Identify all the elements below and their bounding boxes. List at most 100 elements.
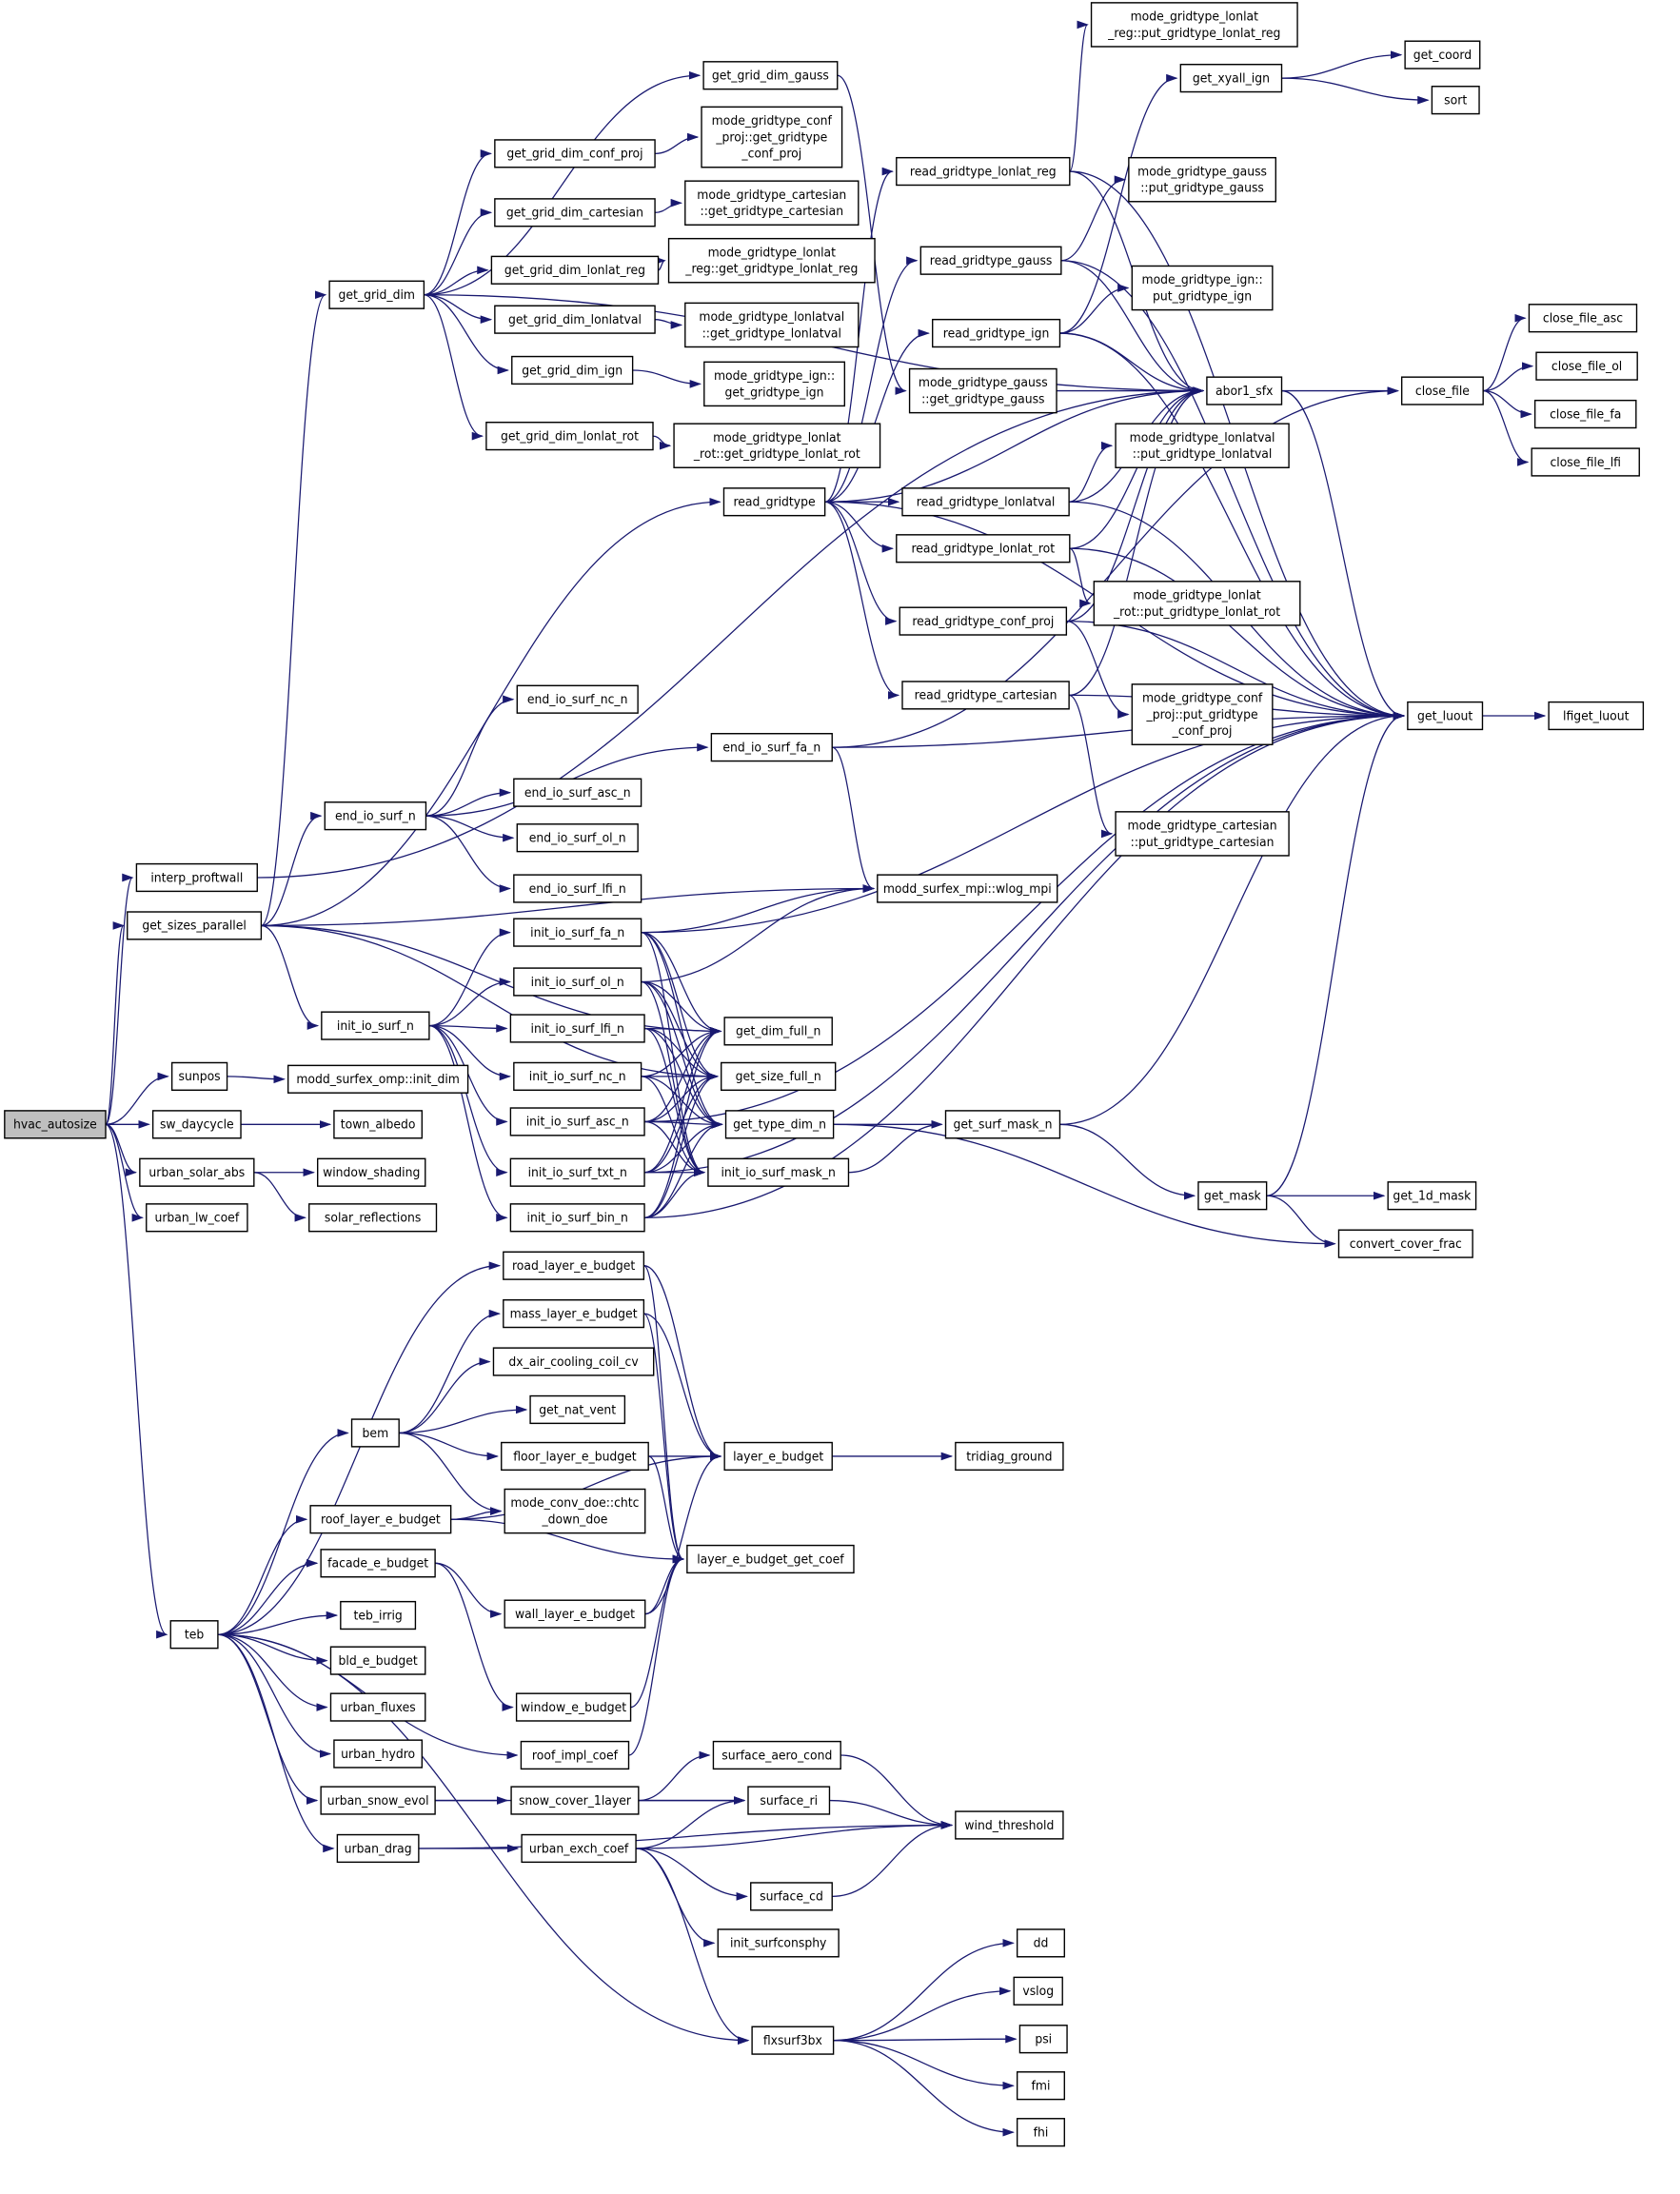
- node-urban_lw_coef[interactable]: urban_lw_coef: [146, 1203, 248, 1233]
- node-box[interactable]: [712, 1740, 841, 1770]
- node-mode_gridtype_ign-put_gridtype_ign[interactable]: mode_gridtype_ign::put_gridtype_ign: [1131, 265, 1274, 311]
- node-init_io_surf_bin_n[interactable]: init_io_surf_bin_n: [509, 1203, 645, 1233]
- node-bem[interactable]: bem: [350, 1418, 400, 1448]
- node-box[interactable]: [494, 305, 656, 334]
- node-init_io_surf_n[interactable]: init_io_surf_n: [321, 1011, 430, 1040]
- node-read_gridtype_cartesian[interactable]: read_gridtype_cartesian: [901, 681, 1070, 710]
- node-end_io_surf_ol_n[interactable]: end_io_surf_ol_n: [516, 823, 639, 853]
- node-box[interactable]: [511, 355, 634, 385]
- node-tridiag_ground[interactable]: tridiag_ground: [955, 1441, 1064, 1472]
- node-town_albedo[interactable]: town_albedo: [333, 1110, 424, 1139]
- node-box[interactable]: [932, 318, 1061, 348]
- node-road_layer_e_budget[interactable]: road_layer_e_budget: [503, 1251, 645, 1280]
- node-surface_ri[interactable]: surface_ri: [747, 1786, 831, 1815]
- node-box[interactable]: [490, 255, 660, 285]
- node-mode_conv_doe-chtc_down_doe[interactable]: mode_conv_doe::chtc_down_doe: [504, 1488, 646, 1534]
- node-abor1_sfx[interactable]: abor1_sfx: [1206, 376, 1283, 405]
- node-interp_proftwall[interactable]: interp_proftwall: [135, 862, 258, 893]
- node-box[interactable]: [504, 1599, 646, 1629]
- node-init_io_surf_mask_n[interactable]: init_io_surf_mask_n: [707, 1157, 850, 1187]
- node-box[interactable]: [1535, 351, 1638, 381]
- node-box[interactable]: [1407, 701, 1484, 731]
- node-urban_drag[interactable]: urban_drag: [336, 1833, 420, 1864]
- node-box[interactable]: [901, 681, 1070, 710]
- node-box[interactable]: [513, 967, 642, 997]
- node-box[interactable]: [501, 1441, 649, 1472]
- node-mass_layer_e_budget[interactable]: mass_layer_e_budget: [503, 1298, 645, 1329]
- node-box[interactable]: [515, 1692, 632, 1722]
- node-box[interactable]: [686, 1544, 855, 1574]
- node-init_io_surf_txt_n[interactable]: init_io_surf_txt_n: [509, 1157, 645, 1187]
- node-mode_gridtype_cartesian-get_gridtype_cartesian[interactable]: mode_gridtype_cartesian::get_gridtype_ca…: [684, 180, 860, 226]
- node-box[interactable]: [1131, 683, 1274, 745]
- node-box[interactable]: [146, 1203, 248, 1233]
- node-get_grid_dim_lonlatval[interactable]: get_grid_dim_lonlatval: [494, 305, 656, 334]
- node-read_gridtype[interactable]: read_gridtype: [722, 487, 826, 517]
- node-box[interactable]: [520, 1740, 630, 1770]
- node-get_grid_dim[interactable]: get_grid_dim: [328, 280, 425, 309]
- node-get_coord[interactable]: get_coord: [1404, 40, 1481, 69]
- node-box[interactable]: [707, 1157, 850, 1187]
- node-close_file_fa[interactable]: close_file_fa: [1533, 399, 1637, 429]
- node-psi[interactable]: psi: [1018, 2025, 1068, 2054]
- node-init_io_surf_nc_n[interactable]: init_io_surf_nc_n: [513, 1061, 642, 1092]
- node-box[interactable]: [955, 1441, 1064, 1472]
- node-mode_gridtype_lonlat_rot-put_gridtype_lonlat_rot[interactable]: mode_gridtype_lonlat_rot::put_gridtype_l…: [1093, 581, 1301, 626]
- node-box[interactable]: [510, 1786, 640, 1815]
- node-box[interactable]: [717, 1928, 840, 1958]
- node-surface_aero_cond[interactable]: surface_aero_cond: [712, 1740, 841, 1770]
- node-init_io_surf_fa_n[interactable]: init_io_surf_fa_n: [513, 918, 642, 947]
- node-box[interactable]: [329, 1692, 426, 1722]
- node-box[interactable]: [710, 733, 833, 762]
- node-box[interactable]: [513, 778, 642, 807]
- node-box[interactable]: [1387, 1181, 1477, 1211]
- node-box[interactable]: [513, 1061, 642, 1092]
- node-box[interactable]: [723, 1441, 833, 1472]
- node-box[interactable]: [1533, 399, 1637, 429]
- node-box[interactable]: [485, 421, 654, 451]
- node-end_io_surf_lfi_n[interactable]: end_io_surf_lfi_n: [513, 874, 642, 903]
- node-read_gridtype_lonlat_rot[interactable]: read_gridtype_lonlat_rot: [896, 534, 1071, 563]
- node-get_grid_dim_cartesian[interactable]: get_grid_dim_cartesian: [494, 198, 656, 227]
- node-sw_daycycle[interactable]: sw_daycycle: [151, 1110, 242, 1139]
- node-box[interactable]: [151, 1110, 242, 1139]
- node-box[interactable]: [169, 1620, 219, 1650]
- node-box[interactable]: [513, 918, 642, 947]
- node-box[interactable]: [747, 1786, 831, 1815]
- node-box[interactable]: [1018, 2025, 1068, 2054]
- node-get_nat_vent[interactable]: get_nat_vent: [529, 1394, 626, 1425]
- node-read_gridtype_gauss[interactable]: read_gridtype_gauss: [919, 246, 1062, 275]
- node-box[interactable]: [504, 1488, 646, 1534]
- node-get_dim_full_n[interactable]: get_dim_full_n: [723, 1017, 833, 1046]
- node-urban_fluxes[interactable]: urban_fluxes: [329, 1692, 426, 1722]
- node-facade_e_budget[interactable]: facade_e_budget: [320, 1549, 436, 1578]
- node-box[interactable]: [901, 487, 1070, 517]
- node-close_file_lfi[interactable]: close_file_lfi: [1531, 447, 1640, 477]
- node-box[interactable]: [722, 487, 826, 517]
- node-box[interactable]: [513, 874, 642, 903]
- node-end_io_surf_n[interactable]: end_io_surf_n: [324, 801, 427, 831]
- node-window_e_budget[interactable]: window_e_budget: [515, 1692, 632, 1722]
- node-bld_e_budget[interactable]: bld_e_budget: [329, 1646, 426, 1675]
- node-box[interactable]: [877, 874, 1058, 903]
- node-box[interactable]: [127, 911, 263, 940]
- node-box[interactable]: [723, 1017, 833, 1046]
- node-modd_surfex_mpi-wlog_mpi[interactable]: modd_surfex_mpi::wlog_mpi: [877, 874, 1058, 903]
- node-roof_layer_e_budget[interactable]: roof_layer_e_budget: [309, 1505, 452, 1534]
- node-mode_gridtype_gauss-put_gridtype_gauss[interactable]: mode_gridtype_gauss::put_gridtype_gauss: [1128, 156, 1276, 203]
- node-sunpos[interactable]: sunpos: [170, 1061, 228, 1092]
- node-box[interactable]: [1131, 265, 1274, 311]
- node-box[interactable]: [139, 1157, 255, 1187]
- node-box[interactable]: [684, 302, 860, 348]
- node-box[interactable]: [336, 1833, 420, 1864]
- node-mode_gridtype_gauss-get_gridtype_gauss[interactable]: mode_gridtype_gauss::get_gridtype_gauss: [908, 367, 1057, 414]
- node-convert_cover_frac[interactable]: convert_cover_frac: [1337, 1229, 1473, 1258]
- node-roof_impl_coef[interactable]: roof_impl_coef: [520, 1740, 630, 1770]
- node-box[interactable]: [724, 1110, 835, 1139]
- node-box[interactable]: [1128, 156, 1276, 203]
- node-box[interactable]: [1115, 811, 1290, 857]
- node-fmi[interactable]: fmi: [1016, 2071, 1065, 2101]
- node-init_io_surf_ol_n[interactable]: init_io_surf_ol_n: [513, 967, 642, 997]
- node-mode_gridtype_cartesian-put_gridtype_cartesian[interactable]: mode_gridtype_cartesian::put_gridtype_ca…: [1115, 811, 1290, 857]
- node-box[interactable]: [170, 1061, 228, 1092]
